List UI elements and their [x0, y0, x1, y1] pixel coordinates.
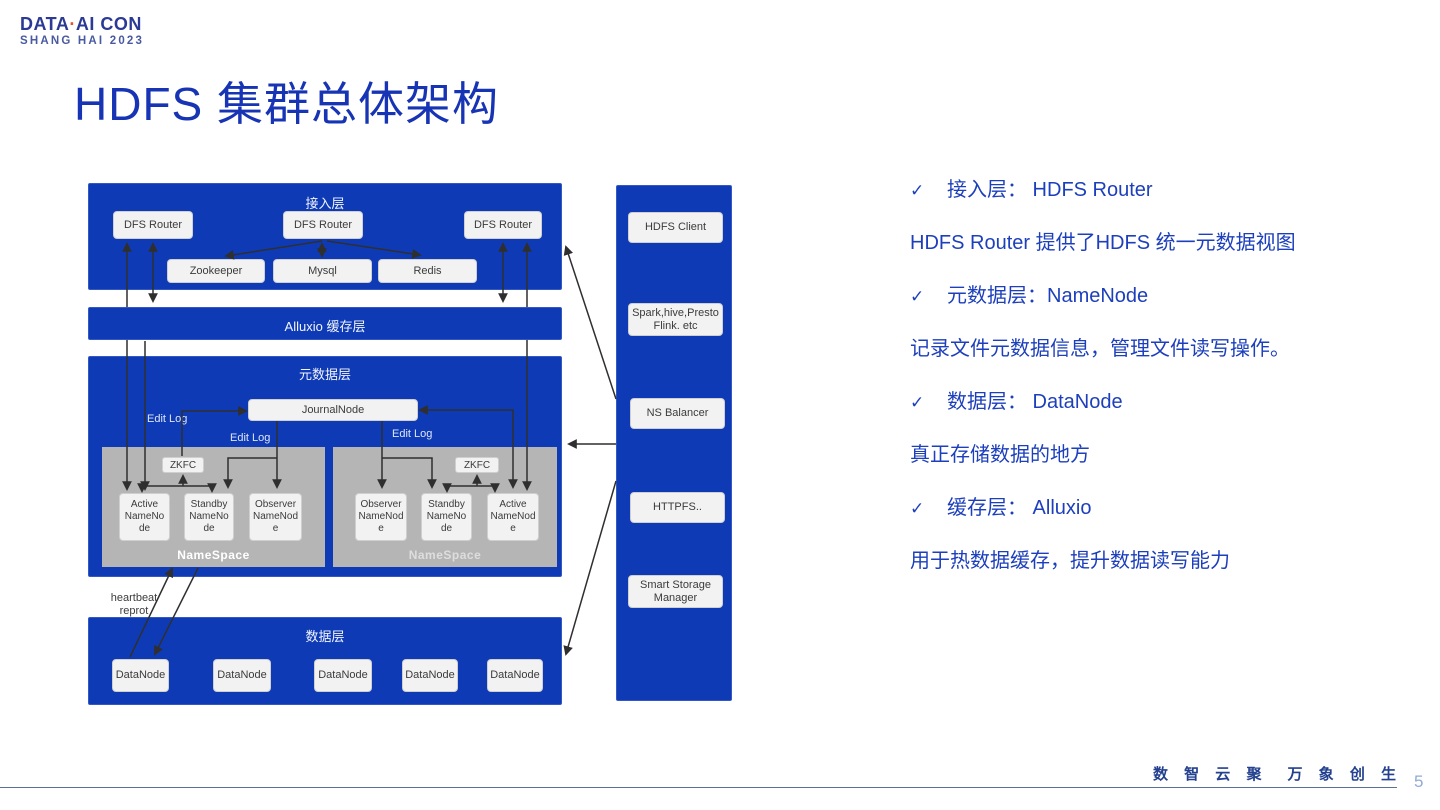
datanode: DataNode [487, 659, 543, 692]
standby-namenode: Standby NameNode [184, 493, 234, 541]
note-text: 元数据层：NameNode [947, 285, 1149, 307]
logo-wordmark: DATA·AI CON [20, 14, 144, 35]
datanode: DataNode [402, 659, 458, 692]
datanode: DataNode [314, 659, 372, 692]
heartbeat-report-label: heartbeat reprot [103, 592, 165, 618]
note-text: 接入层： HDFS Router [947, 179, 1153, 201]
active-namenode: Active NameNode [487, 493, 539, 541]
zookeeper-node: Zookeeper [167, 259, 265, 283]
datanode: DataNode [112, 659, 169, 692]
meta-layer-label: 元数据层 [298, 367, 351, 382]
observer-namenode: Observer NameNode [249, 493, 302, 541]
page-title: HDFS 集群总体架构 [74, 78, 499, 130]
redis-node: Redis [378, 259, 477, 283]
note-bullet: ✓ 元数据层：NameNode [910, 286, 1430, 307]
journalnode-node: JournalNode [248, 399, 418, 421]
check-icon: ✓ [910, 393, 925, 412]
namespace-right-caption: NameSpace [408, 548, 482, 562]
hdfs-client-node: HDFS Client [628, 212, 723, 243]
compute-engines-node: Spark,hive,Presto Flink. etc [628, 303, 723, 336]
cache-layer-box: Alluxio 缓存层 [88, 307, 562, 340]
logo-subtitle: SHANG HAI 2023 [20, 34, 145, 47]
ns-balancer-node: NS Balancer [630, 398, 725, 429]
note-bullet: ✓ 缓存层： Alluxio [910, 498, 1430, 519]
check-icon: ✓ [910, 499, 925, 518]
logo-dot-icon: · [69, 14, 76, 34]
edit-log-label: Edit Log [230, 432, 271, 444]
client-column-box [616, 185, 732, 701]
standby-namenode: Standby NameNode [421, 493, 472, 541]
dfs-router-node: DFS Router [464, 211, 542, 239]
note-text: 记录文件元数据信息，管理文件读写操作。 [910, 338, 1290, 360]
logo-data: DATA [20, 14, 70, 34]
note-bullet: ✓ 数据层： DataNode [910, 392, 1430, 413]
check-icon: ✓ [910, 181, 925, 200]
note-text: 真正存储数据的地方 [910, 444, 1090, 466]
data-layer-label: 数据层 [305, 629, 345, 644]
httpfs-node: HTTPFS.. [630, 492, 725, 523]
note-desc: 记录文件元数据信息，管理文件读写操作。 [910, 339, 1430, 360]
note-bullet: ✓ 接入层： HDFS Router [910, 180, 1430, 201]
active-namenode: Active NameNode [119, 493, 170, 541]
mysql-node: Mysql [273, 259, 372, 283]
dfs-router-node: DFS Router [283, 211, 363, 239]
check-icon: ✓ [910, 287, 925, 306]
cache-layer-label: Alluxio 缓存层 [284, 319, 366, 334]
datanode: DataNode [213, 659, 271, 692]
edit-log-label: Edit Log [147, 413, 188, 425]
note-text: HDFS Router 提供了HDFS 统一元数据视图 [910, 232, 1296, 254]
heartbeat-line2: reprot [119, 605, 149, 617]
note-desc: 用于热数据缓存，提升数据读写能力 [910, 551, 1430, 572]
zkfc-node: ZKFC [162, 457, 204, 473]
logo-aicon: AI CON [75, 14, 142, 34]
heartbeat-line1: heartbeat [110, 592, 158, 604]
client-column-arrows [563, 245, 617, 656]
zkfc-node: ZKFC [455, 457, 499, 473]
note-desc: 真正存储数据的地方 [910, 445, 1430, 466]
namespace-left-caption: NameSpace [177, 548, 250, 562]
note-text: 缓存层： Alluxio [947, 497, 1092, 519]
conference-logo: DATA·AI CON SHANG HAI 2023 [20, 14, 145, 47]
smart-storage-manager-node: Smart Storage Manager [628, 575, 723, 608]
page-number: 5 [1414, 772, 1424, 791]
observer-namenode: Observer NameNode [355, 493, 407, 541]
note-text: 用于热数据缓存，提升数据读写能力 [910, 550, 1230, 572]
footer-divider [0, 787, 1397, 788]
note-desc: HDFS Router 提供了HDFS 统一元数据视图 [910, 233, 1430, 254]
access-layer-label: 接入层 [305, 196, 345, 211]
motto-left: 数 智 云 聚 [1152, 766, 1268, 783]
note-text: 数据层： DataNode [947, 391, 1123, 413]
dfs-router-node: DFS Router [113, 211, 193, 239]
edit-log-label: Edit Log [392, 428, 433, 440]
notes-panel: ✓ 接入层： HDFS Router HDFS Router 提供了HDFS 统一… [910, 180, 1430, 572]
motto-right: 万 象 创 生 [1287, 766, 1402, 783]
footer-motto: 数 智 云 聚 万 象 创 生 [1153, 763, 1402, 784]
